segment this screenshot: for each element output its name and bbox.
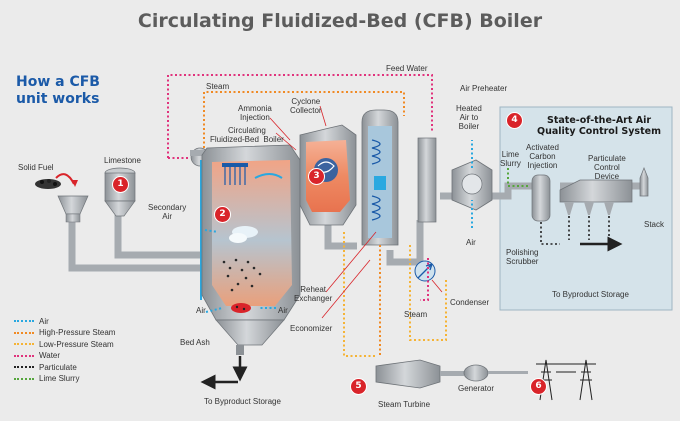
label-steam-turbine: Steam Turbine bbox=[378, 400, 431, 409]
legend-label: Particulate bbox=[39, 362, 77, 372]
legend-item: Lime Slurry bbox=[14, 374, 115, 384]
air-preheater bbox=[451, 159, 493, 211]
legend-label: Water bbox=[39, 351, 61, 360]
legend-swatch bbox=[14, 320, 34, 322]
label-reheat: Reheat Exchanger bbox=[294, 285, 333, 303]
legend-item: Air bbox=[14, 316, 115, 326]
flow-air bbox=[204, 140, 473, 313]
legend-swatch bbox=[14, 366, 34, 368]
label-air-preheater: Air Preheater bbox=[460, 84, 508, 93]
label-activated-carbon: Activated Carbon Injection bbox=[526, 143, 559, 170]
leader-lines bbox=[269, 105, 443, 319]
transmission-towers bbox=[536, 359, 596, 401]
label-air-right: Air bbox=[278, 306, 288, 315]
steam-turbine-train bbox=[375, 359, 528, 389]
legend-swatch bbox=[14, 331, 34, 334]
flow-lime bbox=[507, 168, 530, 187]
label-cfb-boiler: Circulating Fluidized-Bed Boiler bbox=[210, 126, 284, 144]
label-byproduct-right: To Byproduct Storage bbox=[552, 290, 629, 299]
label-stack: Stack bbox=[644, 220, 665, 229]
label-limestone: Limestone bbox=[104, 156, 141, 165]
label-byproduct-left: To Byproduct Storage bbox=[204, 397, 281, 406]
step-4: 4 bbox=[506, 112, 523, 129]
legend: Air High-Pressure Steam Low-Pressure Ste… bbox=[14, 316, 115, 385]
label-condenser: Condenser bbox=[450, 298, 490, 307]
solid-fuel-hopper bbox=[35, 173, 89, 223]
label-cyclone: Cyclone Collector bbox=[290, 97, 322, 115]
label-steam-mid: Steam bbox=[404, 310, 428, 319]
subtitle: How a CFB unit works bbox=[16, 74, 100, 107]
legend-swatch bbox=[14, 343, 34, 345]
label-air-bottom: Air bbox=[466, 238, 476, 247]
flue-column bbox=[417, 137, 437, 223]
legend-label: Lime Slurry bbox=[39, 374, 80, 383]
label-economizer: Economizer bbox=[290, 324, 333, 333]
legend-item: High-Pressure Steam bbox=[14, 328, 115, 338]
step-2: 2 bbox=[214, 206, 231, 223]
cyclone-collector bbox=[299, 124, 357, 226]
label-generator: Generator bbox=[458, 384, 495, 393]
flow-lp-steam bbox=[343, 232, 447, 357]
flow-hp-steam bbox=[203, 91, 405, 355]
step-6: 6 bbox=[530, 378, 547, 395]
legend-swatch bbox=[14, 377, 34, 380]
legend-item: Water bbox=[14, 351, 115, 361]
label-lime-slurry: Lime Slurry bbox=[500, 150, 521, 168]
legend-label: Low-Pressure Steam bbox=[39, 339, 114, 349]
step-5: 5 bbox=[350, 378, 367, 395]
condenser bbox=[414, 260, 436, 282]
aq-equipment bbox=[531, 167, 649, 252]
aq-title: State-of-the-Art Air Quality Control Sys… bbox=[537, 115, 661, 137]
flow-particulate bbox=[540, 216, 610, 245]
label-air-left: Air bbox=[196, 306, 206, 315]
legend-swatch bbox=[14, 354, 34, 357]
step-3: 3 bbox=[308, 168, 325, 185]
flow-water bbox=[167, 74, 433, 301]
heat-exchanger-column bbox=[361, 109, 399, 246]
label-polishing: Polishing Scrubber bbox=[506, 248, 539, 266]
legend-item: Low-Pressure Steam bbox=[14, 339, 115, 349]
label-particulate-device: Particulate Control Device bbox=[588, 154, 626, 181]
label-secondary-air: Secondary Air bbox=[148, 203, 187, 221]
legend-label: High-Pressure Steam bbox=[39, 328, 116, 337]
label-bed-ash: Bed Ash bbox=[180, 338, 210, 347]
label-solid-fuel: Solid Fuel bbox=[18, 163, 54, 172]
legend-item: Particulate bbox=[14, 362, 115, 372]
cfb-boiler bbox=[190, 144, 301, 390]
legend-label: Air bbox=[39, 316, 49, 326]
label-ammonia: Ammonia Injection bbox=[238, 104, 272, 122]
label-steam-top: Steam bbox=[206, 82, 230, 91]
label-heated-air: Heated Air to Boiler bbox=[456, 104, 482, 131]
page-title: Circulating Fluidized-Bed (CFB) Boiler bbox=[137, 10, 543, 32]
step-1: 1 bbox=[112, 176, 129, 193]
label-feed-water: Feed Water bbox=[386, 64, 428, 73]
